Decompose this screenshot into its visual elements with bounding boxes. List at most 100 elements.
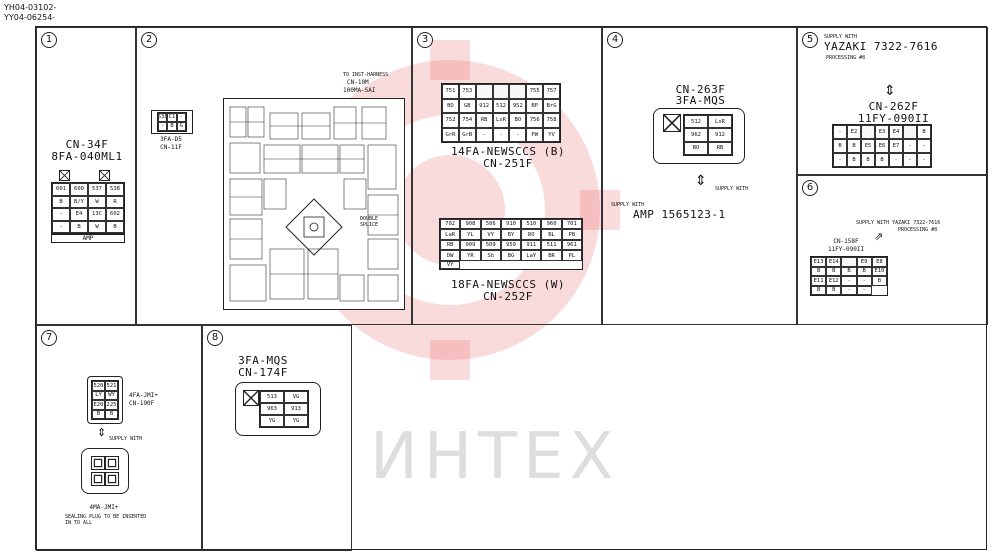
pin-cell: B xyxy=(105,409,118,419)
pin-cell: GrR xyxy=(442,127,459,142)
pin-cell: 701 xyxy=(561,219,582,230)
pin-cell: BO xyxy=(684,141,708,155)
connector-title: 3FA-MQS xyxy=(238,354,288,367)
pin-cell: B xyxy=(847,139,861,153)
pin-cell: GB xyxy=(458,98,476,113)
pin-cell: 513 xyxy=(260,391,284,403)
connector-subtitle: 11FY-090II xyxy=(827,246,865,253)
pin-cell xyxy=(492,84,510,99)
supply-note: SUPPLY WITH xyxy=(824,34,858,40)
pin-cell: B xyxy=(861,153,875,167)
pin-cell: RB xyxy=(708,141,732,155)
pin-cell: 912 xyxy=(475,98,493,113)
pin-cell: B xyxy=(811,285,827,295)
connector-subtitle: 11FY-090II xyxy=(857,112,930,125)
pin-cell: - xyxy=(917,153,931,167)
pin-cell: B xyxy=(841,266,857,276)
pin-cell: E4 xyxy=(889,125,903,139)
pin-cell: YG xyxy=(284,415,308,427)
panel-number: 4 xyxy=(607,32,623,48)
splice-label: DOUBLE SPLICE xyxy=(360,216,379,228)
pin-cell: B xyxy=(52,195,70,208)
supply-note: SUPPLY WITH xyxy=(715,186,749,192)
document-id: YH04-03102- YY04-06254- xyxy=(4,3,57,22)
pin-cell: E20 xyxy=(92,400,105,410)
pin-cell: G xyxy=(176,122,186,131)
pin-cell: 913 xyxy=(284,403,308,415)
pin-cell: E10 xyxy=(871,266,887,276)
pin-cell: - xyxy=(917,139,931,153)
pin-cell xyxy=(509,84,527,99)
pin-cell: BO xyxy=(509,113,527,128)
pin-cell: BrG xyxy=(543,98,560,113)
pin-cell: LsR xyxy=(492,113,510,128)
pin-cell: BL xyxy=(541,229,562,240)
sealing-plug-icon xyxy=(91,472,105,486)
pin-cell: E7 xyxy=(889,139,903,153)
pin-cell: E13 xyxy=(811,257,827,267)
pin-cell: B xyxy=(826,266,842,276)
pin-cell: - xyxy=(833,125,847,139)
supply-note: SUPPLY WITH xyxy=(109,436,143,442)
pin-cell: LsR xyxy=(708,115,732,129)
pin-cell: W xyxy=(88,220,106,233)
pin-cell: R xyxy=(106,195,124,208)
connector-name: CN-251F xyxy=(483,157,533,170)
pin-cell: 512 xyxy=(492,98,510,113)
pin-cell: GrB xyxy=(458,127,476,142)
pin-cell: B xyxy=(106,220,124,233)
pin-cell: WY xyxy=(105,390,118,400)
pin-cell: BY xyxy=(500,229,522,240)
connector-code: 18FA-NEWSCCS (W) xyxy=(451,278,565,291)
connector-title: CN-158F xyxy=(833,238,859,245)
pin-cell: BP xyxy=(526,98,544,113)
harness-note: CN-10M xyxy=(347,79,369,86)
pin-cell: 959 xyxy=(500,239,522,251)
pin-cell: E12 xyxy=(826,276,842,286)
connector-code: 3FA-D5 xyxy=(160,136,182,143)
panel-number: 7 xyxy=(41,330,57,346)
pin-cell: RB xyxy=(475,113,493,128)
pin-cell: 755 xyxy=(526,84,544,99)
pin-cell: 911 xyxy=(521,239,542,251)
plug-code: 4MA-JMI+ xyxy=(89,504,119,511)
pin-cell: 909 xyxy=(460,239,481,251)
pin-cell: 13C xyxy=(88,208,106,221)
pin-cell: B xyxy=(917,125,931,139)
double-arrow-icon: ⇕ xyxy=(884,83,896,99)
pin-cell: B xyxy=(856,266,872,276)
processing-note: PROCESSING #8 xyxy=(898,227,938,233)
pin-cell: B/Y xyxy=(70,195,88,208)
supply-note: SUPPLY WITH YAZAKI 7322-7616 xyxy=(856,220,941,226)
pin-cell: 537 xyxy=(88,183,106,196)
pin-cell: RO xyxy=(521,229,542,240)
pin-cell: 521 xyxy=(105,381,118,391)
panel-number: 1 xyxy=(41,32,57,48)
pin-cell: B xyxy=(826,285,842,295)
sealing-plug-icon xyxy=(105,472,119,486)
pin-cell: W xyxy=(88,195,106,208)
connector-name: CN-11F xyxy=(160,144,182,151)
pin-cell: - xyxy=(841,276,857,286)
panel-number: 5 xyxy=(802,32,818,48)
junction-block xyxy=(223,98,405,310)
pin-cell: 754 xyxy=(458,113,476,128)
sealing-note: SEALING PLUG TO BE INSERTED IN TO ALL xyxy=(65,514,147,526)
pin-cell: B xyxy=(70,220,88,233)
pin-cell: 512 xyxy=(684,115,708,129)
pin-cell: BG xyxy=(500,250,522,261)
connector-footer: AMP xyxy=(51,234,125,243)
lock-marker-icon xyxy=(99,170,110,181)
connector-title: CN-262F xyxy=(868,100,919,113)
sealing-plug-icon xyxy=(105,456,119,470)
pin-cell xyxy=(903,125,917,139)
